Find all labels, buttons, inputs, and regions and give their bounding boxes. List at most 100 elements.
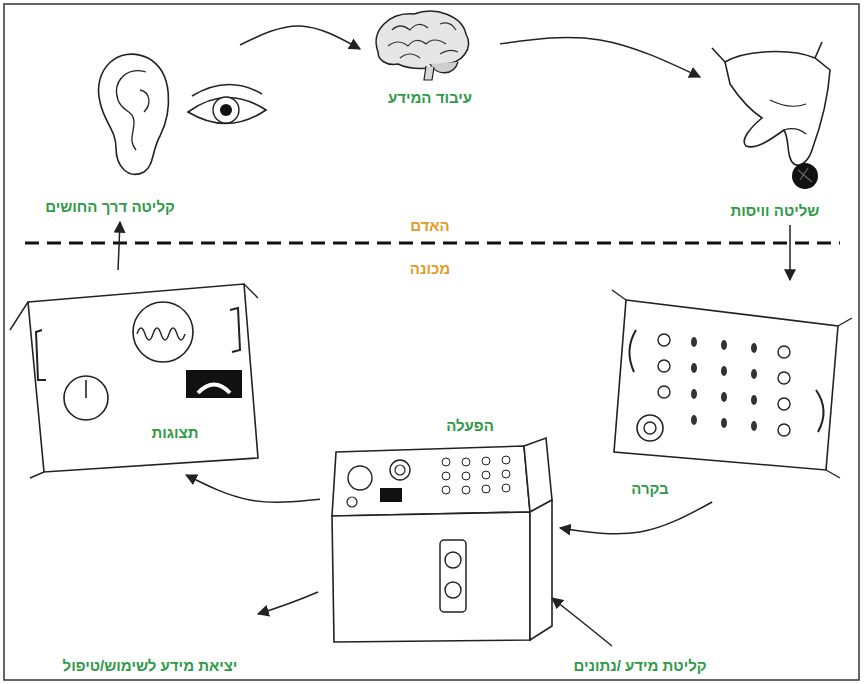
machine-side: [530, 500, 552, 640]
brain-folds: [388, 23, 458, 58]
console-buttons: [442, 456, 510, 494]
slot-light: [445, 552, 461, 568]
stage-label: תצוגות: [152, 423, 199, 442]
flow-arrow: [118, 222, 120, 270]
panel-handle: [36, 330, 46, 380]
console-dial: [348, 466, 372, 490]
hand-drawing: [725, 52, 830, 166]
switch: [721, 392, 727, 402]
flow-label: יציאת מידע לשימוש/טיפול: [63, 656, 238, 675]
stage-caption: שליטה וויסות: [731, 201, 820, 220]
flow-arrow: [240, 26, 360, 49]
panel-handle: [230, 308, 240, 352]
stage-label: שליטה וויסות: [731, 201, 820, 220]
button: [442, 486, 450, 494]
switch: [721, 366, 727, 376]
console-dial: [390, 460, 410, 480]
knob-detail: [798, 168, 812, 182]
stage-node: קליטה דרך החושים: [30, 45, 280, 222]
output-arrow: [258, 592, 318, 614]
ear-detail: [117, 71, 146, 150]
button-grid: [658, 334, 790, 436]
switch: [691, 415, 697, 425]
stage-label: הפעלה: [446, 416, 494, 435]
ear-detail: [140, 90, 149, 112]
stage-caption: הפעלה: [446, 416, 494, 435]
dial-needle: [85, 380, 87, 398]
stage-caption: קליטה דרך החושים: [45, 197, 175, 216]
scope-dial: [133, 302, 193, 362]
stage-node: תצוגות: [8, 270, 270, 475]
hand-detail: [770, 100, 806, 134]
display-panel: [28, 284, 258, 472]
flow-arrow: [789, 225, 791, 280]
frame: [4, 4, 859, 680]
switch: [751, 343, 757, 353]
brain-drawing: [376, 11, 468, 68]
switch: [691, 337, 697, 347]
switch: [721, 418, 727, 428]
stage-node: עיבוד המידע: [360, 8, 500, 111]
flow-arrow: [500, 38, 700, 77]
input-arrow: [552, 598, 612, 646]
small-dial: [64, 376, 108, 420]
console-screen: [380, 488, 402, 502]
eye-iris: [213, 97, 239, 123]
screen-arc: [198, 385, 230, 394]
switch: [721, 340, 727, 350]
eye-drawing: [188, 97, 266, 123]
stage-caption: תצוגות: [152, 423, 199, 442]
eye-brow: [192, 84, 262, 96]
stage-label: קליטה דרך החושים: [45, 197, 175, 216]
stage-node: שליטה וויסות: [700, 40, 850, 225]
zone-label: האדם: [410, 216, 449, 235]
machine-console: [332, 446, 530, 516]
brain-stem: [424, 66, 434, 80]
button: [778, 398, 790, 410]
stage-node: הפעלה: [320, 408, 560, 648]
button: [462, 486, 470, 494]
panel-lines: [10, 284, 258, 478]
eye-pupil: [220, 104, 232, 116]
round-knob: [637, 415, 663, 441]
wrist-lines: [712, 42, 822, 62]
stage-node: בקרה: [600, 280, 855, 502]
machine-side: [524, 438, 552, 512]
button: [502, 484, 510, 492]
switch: [751, 395, 757, 405]
flow-arrow: [560, 502, 712, 534]
panel-lines: [612, 290, 852, 478]
control-panel: [614, 300, 838, 470]
button: [482, 485, 490, 493]
switch: [751, 369, 757, 379]
button: [778, 346, 790, 358]
button: [442, 458, 450, 466]
panel-handle: [629, 330, 636, 372]
button: [778, 372, 790, 384]
button: [462, 458, 470, 466]
machine-body: [332, 512, 530, 642]
button: [502, 470, 510, 478]
zone-label: מכונה: [410, 259, 450, 278]
black-screen: [186, 370, 242, 398]
stage-label: עיבוד המידע: [388, 88, 472, 107]
flow-arrow: [186, 475, 320, 502]
button: [442, 472, 450, 480]
ear-drawing: [99, 54, 169, 174]
stage-label: בקרה: [631, 479, 668, 498]
switch: [691, 389, 697, 399]
button: [658, 334, 670, 346]
switch: [751, 421, 757, 431]
slot-light: [445, 582, 461, 598]
flow-label: קליטת מידע /נתונים: [573, 656, 706, 675]
console-dial: [347, 497, 357, 507]
button: [482, 457, 490, 465]
button: [658, 386, 670, 398]
panel-handle: [816, 390, 824, 432]
stage-caption: עיבוד המידע: [388, 88, 472, 107]
switch: [691, 363, 697, 373]
round-knob: [644, 422, 656, 434]
button: [658, 360, 670, 372]
divider-line: [25, 242, 840, 245]
